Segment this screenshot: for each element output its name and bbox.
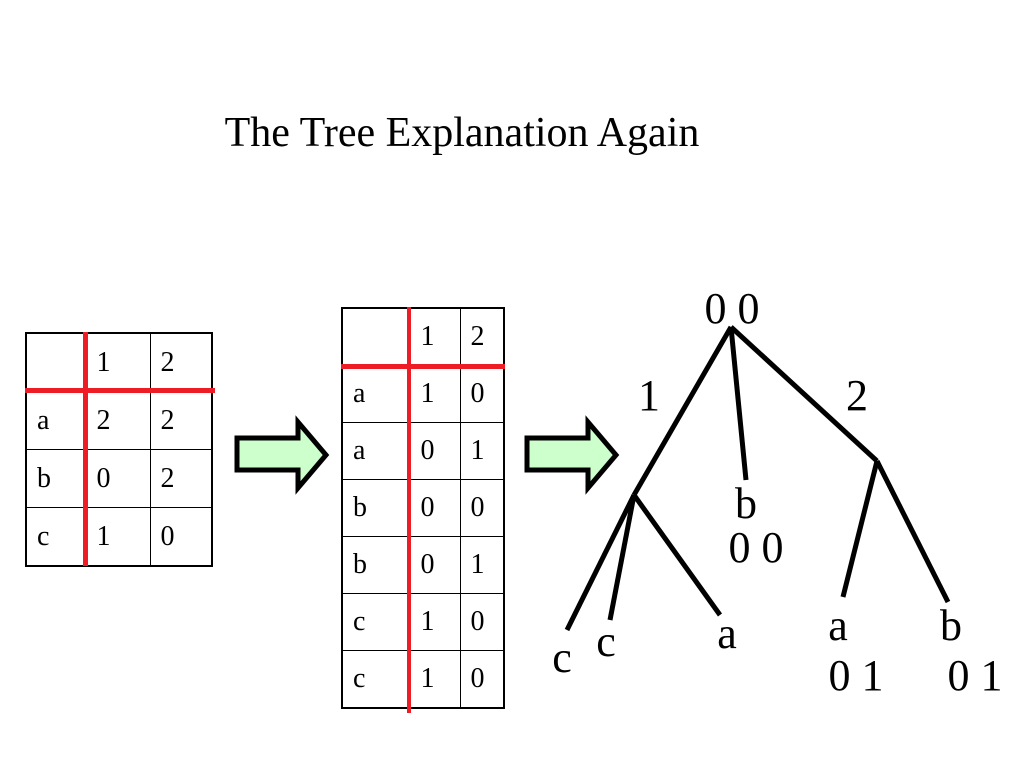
tree-edge (564, 493, 637, 632)
table-cell: 0 (149, 507, 213, 567)
table-cell: 1 (409, 365, 461, 423)
table-cell: 0 (459, 479, 505, 537)
tree-edge (607, 494, 637, 621)
leaf-value: 0 1 (829, 651, 884, 700)
leaf-label: a (828, 601, 848, 650)
table-cell: 1 (459, 536, 505, 594)
table-cell: 0 (459, 593, 505, 651)
table-cell: c (341, 593, 411, 651)
table-cell: 1 (409, 593, 461, 651)
table-cell: b (25, 449, 87, 508)
mid-leaf-label: b (735, 479, 757, 528)
table-cell: 0 (409, 479, 461, 537)
tree-edge (840, 460, 880, 598)
table-cell: b (341, 479, 411, 537)
table-cell: 1 (409, 307, 461, 366)
table-cell: 1 (85, 507, 151, 567)
table1-red-horizontal-divider (25, 388, 215, 393)
table-cell: 2 (85, 391, 151, 450)
leaf-label: c (596, 617, 616, 666)
table-row: c 1 0 (25, 507, 213, 567)
tree-root-label: 0 0 (705, 284, 760, 333)
table-cell: 2 (149, 332, 213, 392)
table-cell: 0 (85, 449, 151, 508)
table-cell: 1 (85, 332, 151, 392)
mid-leaf-value: 0 0 (729, 523, 784, 572)
right-arrow-icon (524, 415, 620, 495)
expanded-table: 1 2 a 1 0 a 0 1 b 0 0 b 0 1 c 1 0 c 1 0 (341, 307, 505, 709)
tree-edge (874, 459, 951, 604)
table-cell: c (341, 650, 411, 709)
leaf-value: 0 1 (948, 651, 1003, 700)
table-cell (341, 307, 411, 366)
tree-edge (631, 493, 723, 617)
tree-edge (728, 326, 749, 481)
edge-label-right: 2 (846, 371, 868, 420)
right-arrow-icon (234, 415, 330, 495)
table-row: a 0 1 (341, 422, 505, 480)
table-row: c 1 0 (341, 593, 505, 651)
leaf-label: c (552, 633, 572, 682)
table-cell: 1 (459, 422, 505, 480)
table1-red-vertical-divider (83, 332, 88, 566)
table-row: b 0 2 (25, 449, 213, 508)
table-row: a 1 0 (341, 365, 505, 423)
table-header-row: 1 2 (341, 307, 505, 366)
table2-red-horizontal-divider (341, 364, 505, 369)
tree-edge (631, 325, 734, 497)
table-row: c 1 0 (341, 650, 505, 709)
table-cell: 2 (149, 449, 213, 508)
leaf-label: b (940, 601, 962, 650)
edge-label-left: 1 (638, 371, 660, 420)
table2-red-vertical-divider (407, 307, 411, 713)
table-cell: a (341, 365, 411, 423)
table-cell: 0 (459, 650, 505, 709)
leaf-label: a (717, 609, 737, 658)
table-cell: c (25, 507, 87, 567)
slide-title: The Tree Explanation Again (224, 110, 700, 156)
table-row: a 2 2 (25, 391, 213, 450)
table-cell: 0 (409, 422, 461, 480)
tree-edge (729, 325, 879, 463)
original-table: 1 2 a 2 2 b 0 2 c 1 0 (25, 332, 213, 567)
table-cell: 0 (459, 365, 505, 423)
table-cell: a (25, 391, 87, 450)
table-cell: 0 (409, 536, 461, 594)
table-row: b 0 0 (341, 479, 505, 537)
table-cell: 2 (459, 307, 505, 366)
